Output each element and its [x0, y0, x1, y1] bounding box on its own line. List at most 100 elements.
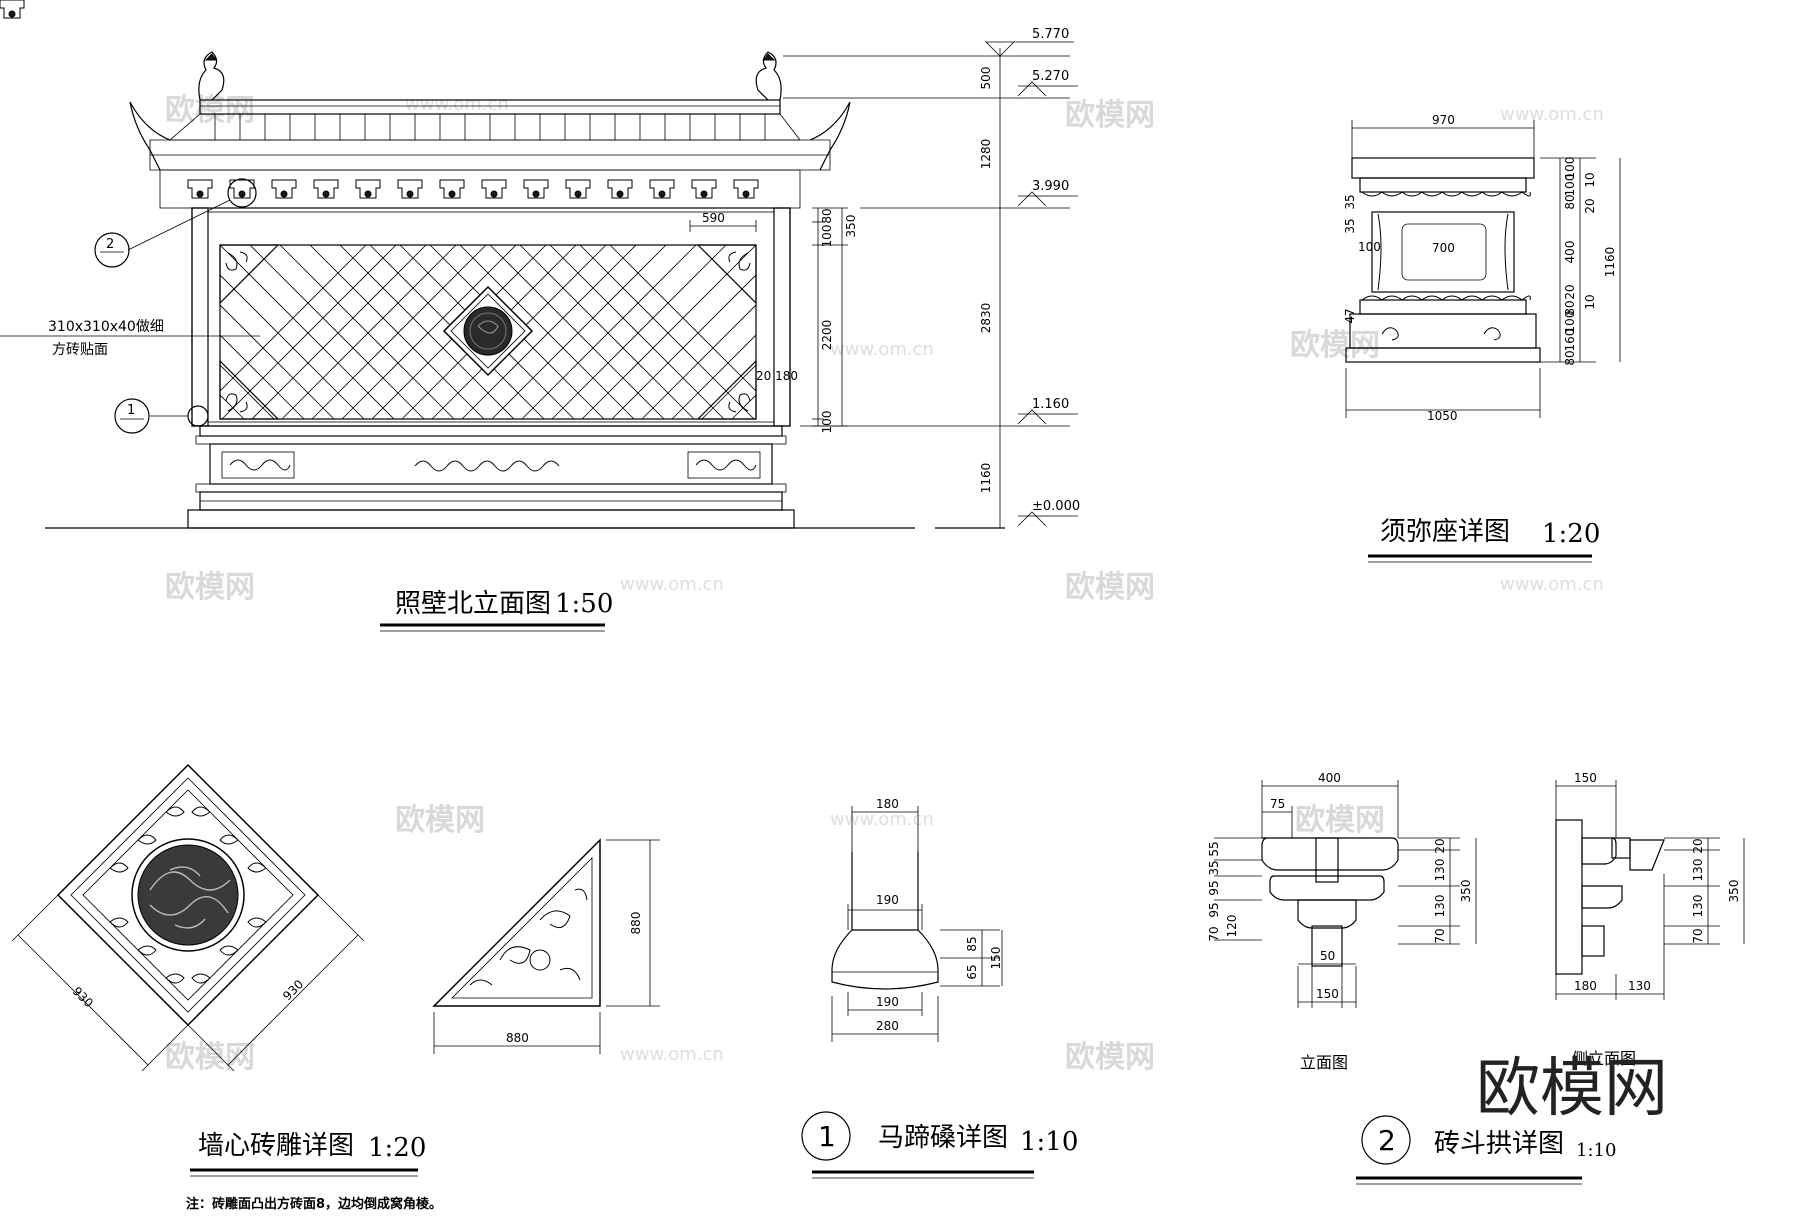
bracket-dim-20: 20	[1433, 838, 1447, 853]
wall-panel	[219, 244, 757, 420]
dim-590: 590	[702, 211, 725, 225]
bracket-callout-circle	[1361, 1115, 1411, 1165]
sumeru-top-slab	[1351, 157, 1535, 179]
horseshoe-dim-150: 150	[989, 947, 1003, 970]
sumeru-dim-1160: 1160	[1603, 247, 1617, 278]
bracket-dim-95a: 95	[1207, 880, 1221, 895]
sumeru-dim-r8: 80	[1563, 350, 1577, 365]
center-medallion	[442, 285, 534, 377]
outer-dimensions: 500 1280 2830 1160	[783, 48, 1070, 528]
carving-scroll-border	[109, 806, 267, 984]
level-markers: 5.770 5.270 3.990 1.160 ±0.000	[985, 27, 1080, 527]
bracket-dim-50: 50	[1320, 949, 1335, 963]
watermark-text: 欧模网	[165, 93, 255, 128]
bracket-dim-130b: 130	[1433, 895, 1447, 918]
dim-1280: 1280	[979, 139, 993, 170]
horseshoe-dim-180: 180	[876, 797, 899, 811]
carving-dim-930b: 930	[280, 977, 306, 1003]
carving-scale: 1:20	[368, 1133, 426, 1163]
north-elevation: 2	[0, 0, 1080, 632]
sumeru-dim-r7: 160	[1563, 329, 1577, 352]
right-eave	[809, 101, 851, 171]
horseshoe-dim-190-bottom: 190	[876, 995, 899, 1009]
level-5270: 5.270	[1032, 69, 1069, 84]
bracket-side-dim-130b: 130	[1691, 895, 1705, 918]
bracket-side-dim-180: 180	[1574, 979, 1597, 993]
callout-1-bubble	[114, 398, 150, 434]
brand-logo: 欧模网	[1476, 1052, 1668, 1126]
dim-2200: 2200	[820, 320, 834, 351]
horseshoe-callout-circle	[801, 1111, 851, 1161]
sumeru-dim-r1: 100	[1563, 174, 1577, 197]
callout-1-marker	[187, 405, 209, 427]
bracket-dim-150-bottom: 150	[1316, 987, 1339, 1001]
sumeru-scale: 1:20	[1542, 519, 1600, 549]
sumeru-title: 须弥座详图	[1380, 517, 1510, 547]
watermark-url: www.om.cn	[830, 809, 934, 830]
dim-100-top: 100	[820, 225, 834, 248]
horseshoe-dim-65: 65	[965, 964, 979, 979]
watermark-url: www.om.cn	[620, 574, 724, 595]
sumeru-dim-1050: 1050	[1427, 409, 1458, 423]
bracket-dim-70-right: 70	[1433, 928, 1447, 943]
bracket-side-dim-130: 130	[1628, 979, 1651, 993]
horseshoe-dim-280: 280	[876, 1019, 899, 1033]
dim-350: 350	[844, 215, 858, 238]
bracket-dim-55: 55	[1207, 841, 1221, 856]
horseshoe-shape	[831, 929, 939, 990]
bracket-side-dim-130a: 130	[1691, 859, 1705, 882]
horseshoe-callout-number: 1	[818, 1120, 836, 1153]
watermark-text: 欧模网	[1295, 803, 1385, 838]
horseshoe-scale: 1:10	[1020, 1127, 1078, 1157]
bracket-front-label: 立面图	[1300, 1053, 1348, 1072]
sumeru-dim-700: 700	[1432, 241, 1455, 255]
watermark-text: 欧模网	[1065, 98, 1155, 133]
corner-dim-880-h: 880	[629, 912, 643, 935]
bracket-row	[0, 0, 801, 209]
watermark-url: www.om.cn	[620, 1044, 724, 1065]
callout-1-number: 1	[127, 403, 135, 418]
bracket-side-dim-150: 150	[1574, 771, 1597, 785]
left-column	[191, 207, 209, 427]
carving-note: 注：砖雕面凸出方砖面8，边均倒成窝角棱。	[186, 1196, 442, 1212]
material-note-line1: 310x310x40做细	[48, 319, 164, 335]
sumeru-dim-r3: 400	[1563, 241, 1577, 264]
level-5770: 5.770	[1032, 27, 1069, 42]
sumeru-dim-left-47: 47	[1343, 308, 1357, 323]
sumeru-dim-r5: 80	[1563, 300, 1577, 315]
material-note-line2: 方砖贴面	[52, 342, 108, 358]
watermark-text: 欧模网	[1290, 328, 1380, 363]
dim-80: 80	[820, 208, 834, 223]
dim-2830: 2830	[979, 303, 993, 334]
dim-1160: 1160	[979, 463, 993, 494]
diagonal-tile-grid	[220, 245, 756, 419]
left-eave	[129, 101, 171, 171]
callout-2-number: 2	[106, 237, 114, 252]
sumeru-dim-970: 970	[1432, 113, 1455, 127]
bracket-dim-95b: 95	[1207, 902, 1221, 917]
bracket-side-view	[1555, 819, 1665, 975]
bracket-scale: 1:10	[1576, 1140, 1616, 1161]
left-ridge-beast	[198, 51, 225, 101]
sumeru-dim-r2-2: 10	[1583, 294, 1597, 309]
callout-2-marker	[227, 178, 257, 208]
horseshoe-base-detail: 180 190 190 280 85 65 150 1 马蹄磉详图 1:10	[801, 797, 1078, 1179]
brick-bracket-detail: 400 75 55 35 95 95 70 120 20 130 130 70 …	[1207, 771, 1745, 1185]
sumeru-dim-r4: 20	[1563, 284, 1577, 299]
bracket-dim-120: 120	[1225, 915, 1239, 938]
bracket-dim-400: 400	[1318, 771, 1341, 785]
watermark-url: www.om.cn	[1500, 104, 1604, 125]
brick-carving-detail: 930 930 880 880 墙心砖雕详图 1:20 注：砖雕面凸出方砖面8，…	[11, 763, 660, 1212]
sumeru-bottom-slab	[1345, 347, 1541, 363]
corner-triangle	[432, 838, 601, 1007]
bracket-dim-350: 350	[1459, 880, 1473, 903]
bracket-side-label: 侧立面图	[1572, 1049, 1636, 1068]
sumeru-panel	[1401, 223, 1487, 281]
sumeru-dim-r6: 100	[1563, 311, 1577, 334]
bracket-dim-130a: 130	[1433, 859, 1447, 882]
horseshoe-dim-190-top: 190	[876, 893, 899, 907]
watermark-text: 欧模网	[1065, 570, 1155, 605]
horseshoe-title: 马蹄磉详图	[878, 1123, 1008, 1153]
dim-500: 500	[979, 67, 993, 90]
right-ridge-beast	[755, 51, 782, 101]
